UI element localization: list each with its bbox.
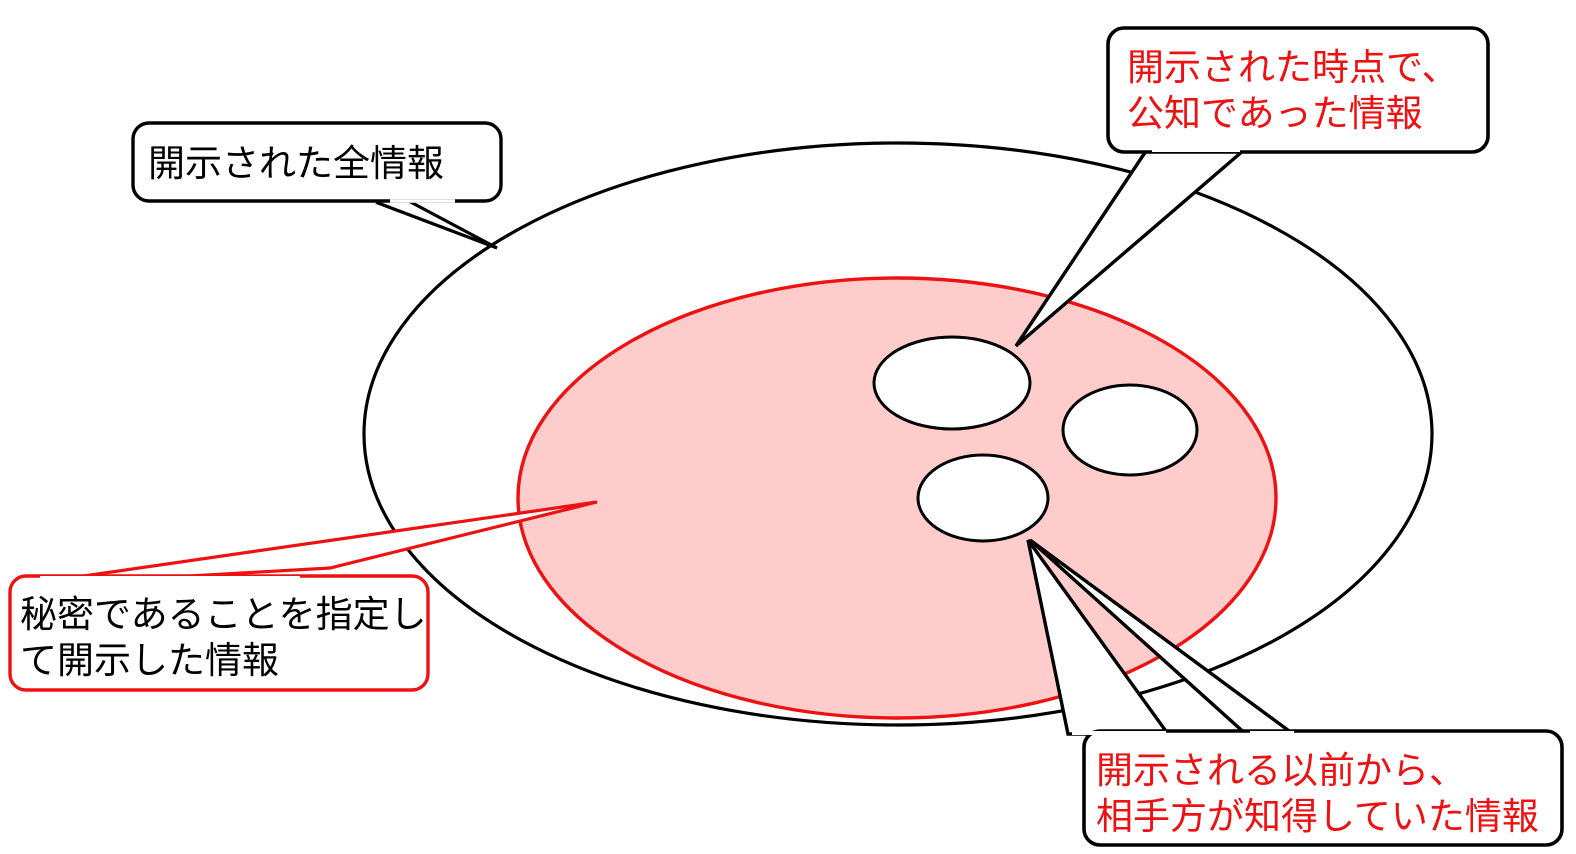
callout-prior-knowledge-line-1: 相手方が知得していた情報 bbox=[1096, 795, 1539, 838]
callout-all-disclosed-box bbox=[131, 121, 503, 203]
hole-ellipse-unnamed-right bbox=[1061, 383, 1199, 477]
callout-publicly-known[interactable]: 開示された時点で、 公知であった情報 bbox=[1014, 26, 1490, 348]
callout-publicly-known-box bbox=[1106, 26, 1490, 154]
hole-ellipse-publicly-known bbox=[872, 335, 1032, 431]
callout-prior-knowledge-line-0: 開示される以前から、 bbox=[1096, 749, 1466, 792]
callout-designated-secret-line-1: て開示した情報 bbox=[20, 639, 279, 682]
callout-designated-secret-line-0: 秘密であることを指定し bbox=[20, 593, 427, 636]
callout-all-disclosed-line-0: 開示された全情報 bbox=[148, 142, 444, 185]
hole-ellipse-prior-knowledge bbox=[916, 453, 1050, 543]
callout-prior-knowledge[interactable]: 開示される以前から、 相手方が知得していた情報 bbox=[1026, 538, 1564, 847]
callout-publicly-known-line-0: 開示された時点で、 bbox=[1127, 46, 1459, 89]
callout-prior-knowledge-box bbox=[1082, 729, 1564, 847]
callout-designated-secret[interactable]: 秘密であることを指定し て開示した情報 bbox=[8, 500, 598, 692]
callout-all-disclosed[interactable]: 開示された全情報 bbox=[131, 121, 503, 250]
inner-ellipse-designated-secret-information bbox=[516, 276, 1278, 720]
callout-publicly-known-line-1: 公知であった情報 bbox=[1127, 92, 1423, 135]
